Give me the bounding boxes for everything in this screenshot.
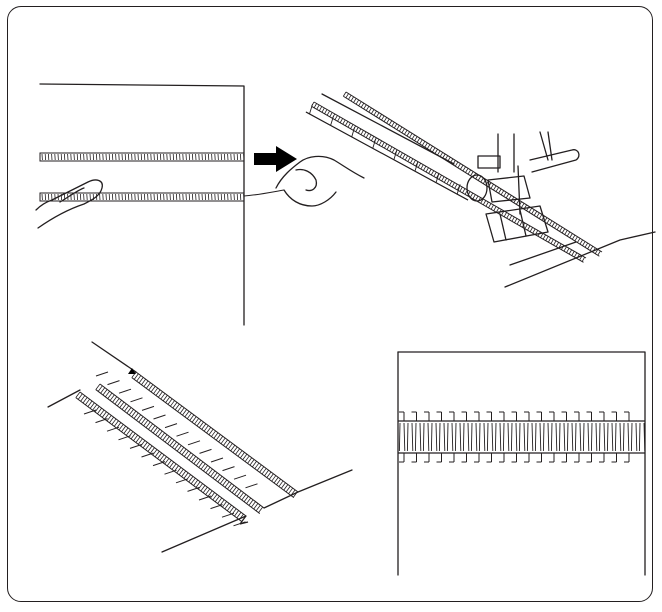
panel-sewing	[305, 91, 656, 288]
figure-frame	[7, 6, 653, 602]
presser-foot-icon	[466, 131, 580, 243]
stitch-row-bottom	[39, 192, 245, 202]
fabric-edge	[39, 83, 245, 326]
panel-pull-threads	[35, 83, 365, 326]
panel-finished	[397, 351, 646, 576]
stitch-row-top	[39, 152, 245, 162]
panel-gathered-seam	[47, 341, 353, 553]
right-hand-icon	[275, 155, 365, 207]
arrow-right-icon	[254, 146, 297, 172]
left-hand-icon	[35, 179, 103, 229]
pointer-arrow-icon	[128, 368, 136, 374]
